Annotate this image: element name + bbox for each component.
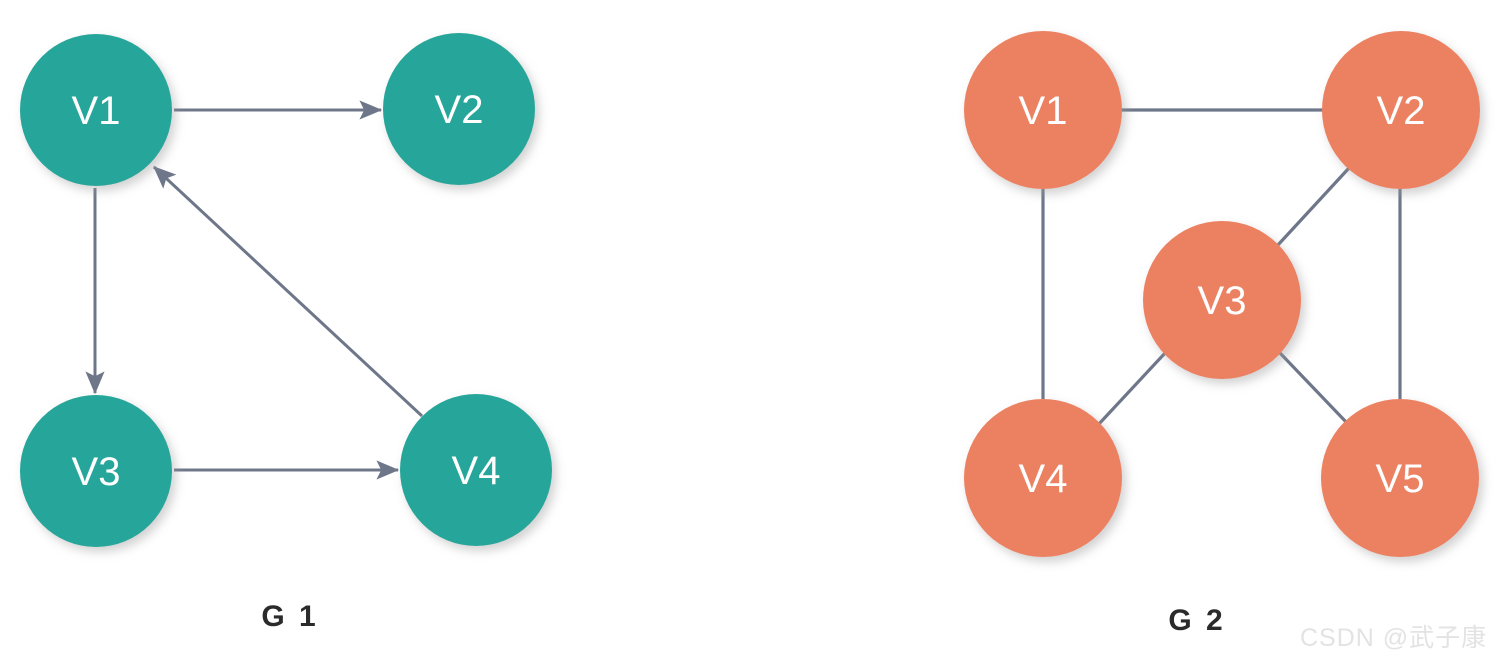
node-circle	[964, 399, 1122, 557]
node-label: V5	[1376, 457, 1425, 501]
node-G2-V4[interactable]: V4	[964, 399, 1122, 557]
node-circle	[1143, 221, 1301, 379]
csdn-watermark: CSDN @武子康	[1300, 624, 1488, 652]
node-G2-V3[interactable]: V3	[1143, 221, 1301, 379]
edge-G1-V4-V1	[152, 165, 424, 418]
node-G1-V1[interactable]: V1	[20, 34, 172, 186]
node-label: V3	[1198, 279, 1247, 323]
node-label: V4	[1019, 457, 1068, 501]
graph-caption-g1: G 1	[261, 600, 319, 633]
node-circle	[1321, 399, 1479, 557]
node-G1-V4[interactable]: V4	[400, 394, 552, 546]
node-circle	[20, 395, 172, 547]
node-circle	[400, 394, 552, 546]
node-circle	[383, 33, 535, 185]
node-circle	[1322, 31, 1480, 189]
node-label: V1	[1019, 89, 1068, 133]
node-circle	[964, 31, 1122, 189]
edge-G2-V3-V5	[1278, 351, 1350, 426]
node-G2-V5[interactable]: V5	[1321, 399, 1479, 557]
node-G2-V1[interactable]: V1	[964, 31, 1122, 189]
graph-caption-g2: G 2	[1168, 604, 1226, 637]
edge-G2-V3-V4	[1096, 350, 1168, 427]
node-G1-V3[interactable]: V3	[20, 395, 172, 547]
node-label: V3	[72, 450, 121, 494]
node-label: V1	[72, 89, 121, 133]
node-label: V4	[452, 449, 501, 493]
node-G1-V2[interactable]: V2	[383, 33, 535, 185]
node-label: V2	[1377, 89, 1426, 133]
edges-layer	[85, 100, 1402, 480]
edge-G2-V2-V3	[1275, 166, 1351, 248]
node-label: V2	[435, 88, 484, 132]
node-G2-V2[interactable]: V2	[1322, 31, 1480, 189]
node-circle	[20, 34, 172, 186]
